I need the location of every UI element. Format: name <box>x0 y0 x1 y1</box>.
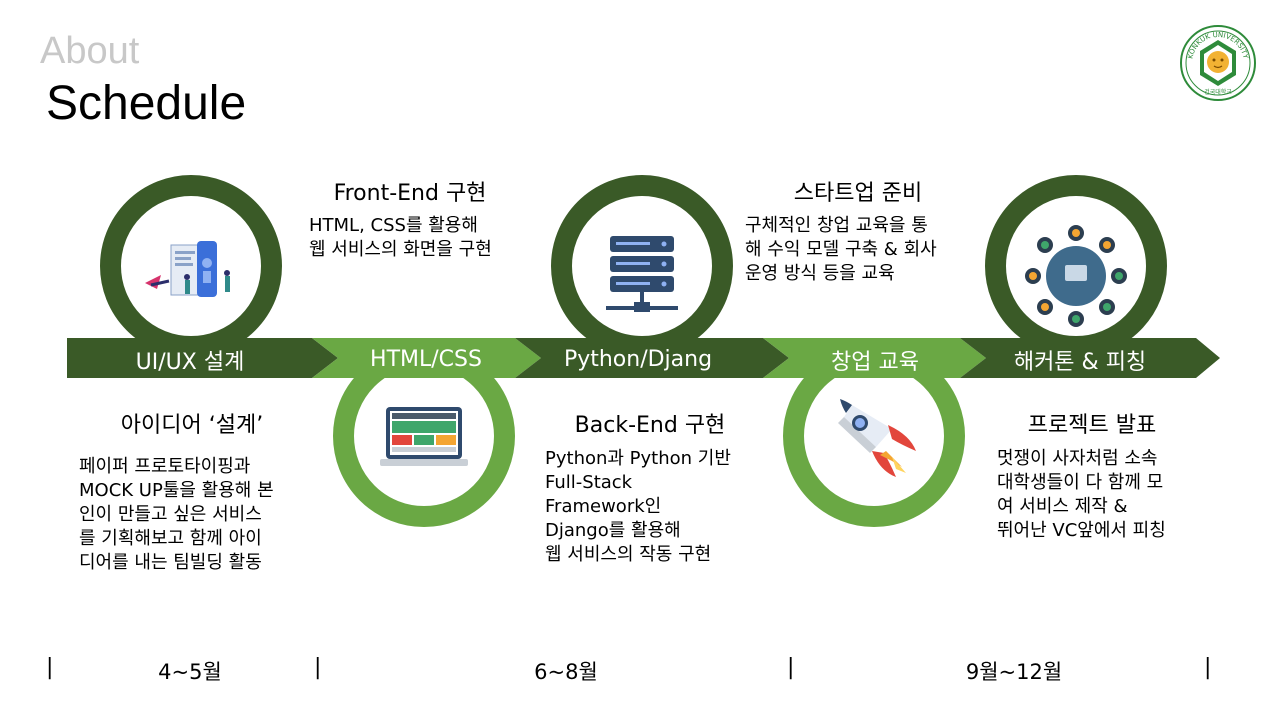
backend-line: 웹 서비스의 작동 구현 <box>545 544 712 565</box>
ux-design-icon <box>136 232 246 312</box>
uiux-line: 페이퍼 프로토타이핑과 <box>79 456 251 477</box>
frontend-line: 웹 서비스의 화면을 구현 <box>309 239 492 260</box>
arrow-segment-startup <box>763 338 986 378</box>
stage-label-hackathon: 해커톤 & 피칭 <box>1013 350 1147 375</box>
backend-description: Python과 Python 기반 Full-Stack Framework인 … <box>545 447 731 567</box>
server-icon <box>600 228 684 324</box>
backend-line: Framework인 <box>545 496 662 517</box>
stage-label-htmlcss: HTML/CSS <box>370 347 482 372</box>
startup-description: 구체적인 창업 교육을 통 해 수익 모델 구축 & 회사 운영 방식 등을 교… <box>745 214 937 286</box>
uiux-heading: 아이디어 ‘설계’ <box>120 413 264 438</box>
frontend-description: HTML, CSS를 활용해 웹 서비스의 화면을 구현 <box>309 214 492 262</box>
pitching-line: 뛰어난 VC앞에서 피칭 <box>997 520 1166 541</box>
frontend-line: HTML, CSS를 활용해 <box>309 215 478 236</box>
backend-heading: Back-End 구현 <box>574 413 726 438</box>
backend-line: Full-Stack <box>545 472 633 493</box>
frontend-heading: Front-End 구현 <box>333 181 487 206</box>
logo-inner-text: 건국대학교 <box>1204 88 1232 96</box>
startup-line: 해 수익 모델 구축 & 회사 <box>745 239 937 260</box>
pitching-line: 대학생들이 다 함께 모 <box>997 472 1164 493</box>
uiux-line: MOCK UP툴을 활용해 본 <box>79 480 274 501</box>
startup-line: 구체적인 창업 교육을 통 <box>745 215 928 236</box>
period-divider: | <box>314 655 322 680</box>
arrow-segment-htmlcss <box>312 338 541 378</box>
backend-line: Python과 Python 기반 <box>545 448 731 469</box>
period-label-spring: 4~5월 <box>158 660 222 684</box>
startup-heading: 스타트업 준비 <box>793 181 923 206</box>
uiux-line: 디어를 내는 팀빌딩 활동 <box>79 552 262 573</box>
stage-label-uiux: UI/UX 설계 <box>135 350 245 375</box>
pitching-line: 여 서비스 제작 & <box>997 496 1128 517</box>
uiux-description: 페이퍼 프로토타이핑과 MOCK UP툴을 활용해 본 인이 만들고 싶은 서비… <box>79 455 274 575</box>
stage-label-startup: 창업 교육 <box>831 350 919 375</box>
period-label-summer: 6~8월 <box>534 660 598 684</box>
arrow-segment-python <box>515 338 789 378</box>
startup-line: 운영 방식 등을 교육 <box>745 263 895 284</box>
university-seal-icon: KONKUK UNIVERSITY 건국대학교 <box>1179 24 1257 102</box>
uiux-line: 인이 만들고 싶은 서비스 <box>79 504 262 525</box>
period-divider: | <box>1204 655 1212 680</box>
arrow-segment-uiux <box>67 338 338 378</box>
period-label-fall: 9월~12월 <box>965 660 1063 684</box>
uiux-line: 를 기획해보고 함께 아이 <box>79 528 262 549</box>
stage-label-python: Python/Djang <box>563 347 713 372</box>
section-label: About <box>40 30 140 72</box>
team-meeting-icon <box>1020 222 1132 330</box>
page-title: Schedule <box>46 77 247 130</box>
pitching-line: 멋쟁이 사자처럼 소속 <box>997 448 1158 469</box>
arrow-segment-hackathon <box>960 338 1220 378</box>
rocket-icon <box>828 394 924 486</box>
pitching-description: 멋쟁이 사자처럼 소속 대학생들이 다 함께 모 여 서비스 제작 & 뛰어난 … <box>997 447 1166 543</box>
period-divider: | <box>46 655 54 680</box>
period-divider: | <box>787 655 795 680</box>
pitching-heading: 프로젝트 발표 <box>1027 413 1157 438</box>
backend-line: Django를 활용해 <box>545 520 681 541</box>
laptop-icon <box>378 402 470 472</box>
